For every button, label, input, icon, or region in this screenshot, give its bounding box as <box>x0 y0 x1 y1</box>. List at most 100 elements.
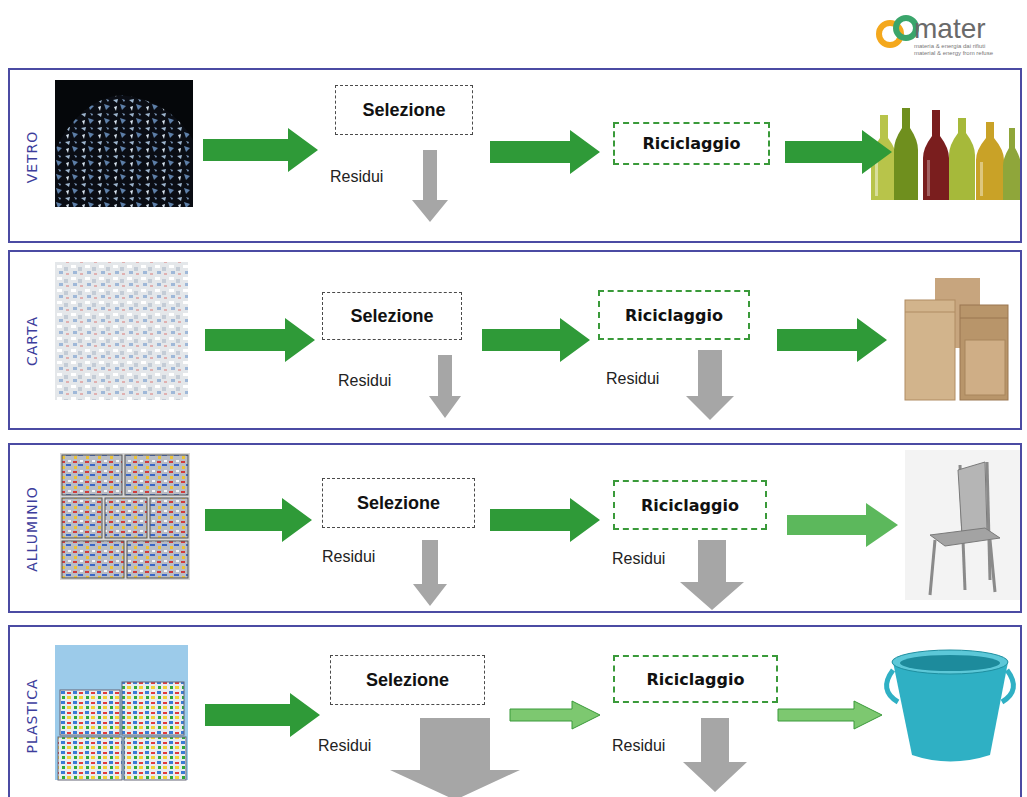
box-label: Selezione <box>366 670 449 691</box>
bottle-shine <box>927 160 930 196</box>
flow-arrow <box>482 318 590 362</box>
material-band: PLASTICA Selezione Riciclaggio <box>8 625 1022 797</box>
bottle-shine <box>980 162 983 196</box>
bale <box>60 690 120 735</box>
flow-arrow <box>777 318 887 362</box>
bag <box>965 340 1005 395</box>
band-label: CARTA <box>24 316 40 366</box>
logo-tagline: materia & energia dai rifiuti <box>914 43 985 50</box>
bottle <box>976 122 1004 200</box>
paper-photo <box>55 262 188 400</box>
box-label: Riciclaggio <box>625 306 723 325</box>
selection-box: Selezione <box>335 85 473 135</box>
box-label: Selezione <box>350 306 433 327</box>
bale <box>150 498 188 538</box>
logo-mark <box>879 18 916 45</box>
selection-box: Selezione <box>322 478 475 528</box>
chair-seat <box>930 528 1000 546</box>
residue-arrow <box>412 150 448 222</box>
glass-heap <box>55 95 193 207</box>
selection-box: Selezione <box>330 655 485 705</box>
bag-fold <box>960 318 1008 319</box>
bag <box>905 300 955 400</box>
bale <box>105 498 147 538</box>
residue-arrow <box>683 718 747 792</box>
residue-arrow <box>680 540 744 610</box>
bale <box>122 682 184 735</box>
box-label: Riciclaggio <box>641 496 739 515</box>
paper-heap <box>55 262 188 400</box>
chair-back <box>958 462 987 535</box>
band-label: PLASTICA <box>24 678 40 753</box>
recycling-box: Riciclaggio <box>613 655 778 703</box>
residue-label: Residui <box>606 370 659 388</box>
logo-tagline: material & energy from refuse <box>914 50 993 57</box>
photo-ground <box>905 450 1020 600</box>
recycling-box: Riciclaggio <box>613 122 770 165</box>
logo-ring <box>896 18 916 38</box>
residue-arrow <box>390 718 520 797</box>
tub-rim <box>892 650 1008 674</box>
bottle <box>949 118 975 200</box>
flow-arrow <box>205 693 320 737</box>
glass-photo <box>55 80 193 207</box>
aluminium-photo <box>60 453 190 580</box>
recycling-box: Riciclaggio <box>613 480 767 530</box>
flow-arrow <box>205 318 315 362</box>
bottle <box>894 108 918 200</box>
flow-arrow <box>787 503 898 547</box>
selection-box: Selezione <box>322 292 462 340</box>
residue-label: Residui <box>318 737 371 755</box>
residue-label: Residui <box>338 372 391 390</box>
recycling-box: Riciclaggio <box>598 290 750 340</box>
residue-arrow <box>429 355 461 418</box>
flow-arrow <box>205 498 312 542</box>
bottle <box>923 110 949 200</box>
box-label: Riciclaggio <box>643 134 741 153</box>
chair-leg <box>987 462 990 580</box>
box-label: Riciclaggio <box>647 670 745 689</box>
bottles <box>871 108 1021 200</box>
photo-ground <box>55 80 193 207</box>
chair-leg <box>990 540 995 592</box>
bottle <box>1003 128 1021 200</box>
box-label: Selezione <box>362 100 445 121</box>
flow-arrow <box>785 130 892 174</box>
bottle-shine <box>875 162 878 196</box>
flow-arrow <box>203 128 318 172</box>
bag-fold <box>905 312 955 313</box>
box-label: Selezione <box>357 493 440 514</box>
residue-label: Residui <box>322 548 375 566</box>
sky <box>55 645 188 780</box>
bale <box>125 455 188 495</box>
flow-arrow <box>490 498 600 542</box>
residue-label: Residui <box>330 168 383 186</box>
band-label: VETRO <box>24 130 40 183</box>
bale <box>124 737 186 780</box>
residue-arrow <box>413 540 447 606</box>
band-label: ALLUMINIO <box>24 486 40 572</box>
residue-label: Residui <box>612 737 665 755</box>
chair-leg <box>930 540 935 595</box>
material-band: ALLUMINIO Selezione Riciclaggio <box>8 443 1022 613</box>
bale <box>58 737 122 780</box>
photo-ground <box>60 453 190 580</box>
tub <box>887 650 1014 762</box>
input-arrows <box>203 128 320 737</box>
flow-arrow <box>510 701 600 729</box>
material-band: CARTA Selezione Riciclaggio <box>8 250 1022 430</box>
bale <box>62 541 124 578</box>
bale <box>62 455 122 495</box>
residue-label: Residui <box>612 550 665 568</box>
residue-arrow <box>686 350 734 420</box>
bale <box>127 541 188 578</box>
bag <box>960 305 1008 400</box>
plastic-photo <box>55 645 188 780</box>
tub-inside <box>900 655 1000 671</box>
chair <box>905 450 1020 600</box>
bale <box>62 498 102 538</box>
flow-arrow <box>778 701 882 729</box>
